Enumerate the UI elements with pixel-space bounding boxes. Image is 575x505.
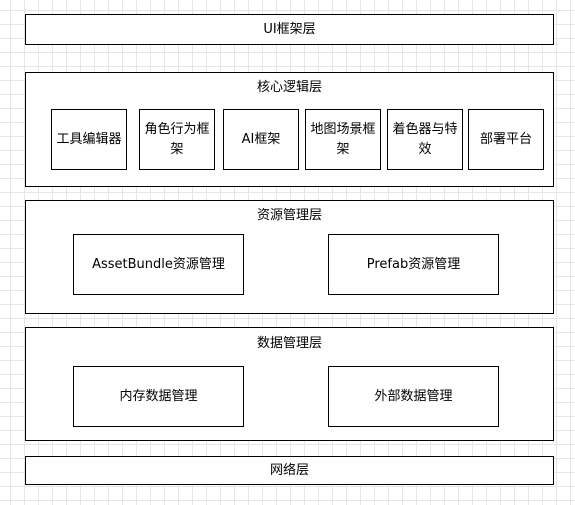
external-data-label: 外部数据管理 (374, 388, 453, 404)
deploy-platform-module: 部署平台 (468, 109, 544, 170)
character-behavior-label: 角色行为框架 (144, 121, 210, 157)
external-data-module: 外部数据管理 (328, 366, 499, 427)
deploy-platform-label: 部署平台 (479, 131, 532, 147)
prefab-module: Prefab资源管理 (328, 234, 499, 295)
shader-effects-module: 着色器与特效 (387, 109, 463, 170)
resource-management-layer-title: 资源管理层 (256, 208, 322, 223)
resource-management-layer: 资源管理层 AssetBundle资源管理 Prefab资源管理 (25, 200, 554, 314)
network-layer: 网络层 (25, 456, 554, 485)
network-layer-label: 网络层 (269, 462, 309, 478)
memory-data-module: 内存数据管理 (73, 366, 244, 427)
core-logic-layer: 核心逻辑层 工具编辑器 角色行为框架 AI框架 地图场景框架 着色器与特效 部署… (25, 72, 554, 187)
assetbundle-label: AssetBundle资源管理 (92, 256, 225, 272)
assetbundle-module: AssetBundle资源管理 (73, 234, 244, 295)
ai-framework-module: AI框架 (223, 109, 299, 170)
memory-data-label: 内存数据管理 (119, 388, 198, 404)
character-behavior-module: 角色行为框架 (139, 109, 215, 170)
map-scene-label: 地图场景框架 (310, 121, 376, 157)
ui-framework-layer-label: UI框架层 (263, 21, 316, 37)
core-logic-layer-title: 核心逻辑层 (256, 80, 322, 95)
data-management-layer-title: 数据管理层 (256, 336, 322, 351)
tool-editor-module: 工具编辑器 (51, 109, 127, 170)
ui-framework-layer: UI框架层 (25, 14, 554, 45)
tool-editor-label: 工具编辑器 (56, 131, 122, 147)
data-management-layer: 数据管理层 内存数据管理 外部数据管理 (25, 327, 554, 441)
shader-effects-label: 着色器与特效 (392, 121, 458, 157)
map-scene-module: 地图场景框架 (305, 109, 381, 170)
prefab-label: Prefab资源管理 (366, 256, 461, 272)
ai-framework-label: AI框架 (241, 131, 281, 147)
